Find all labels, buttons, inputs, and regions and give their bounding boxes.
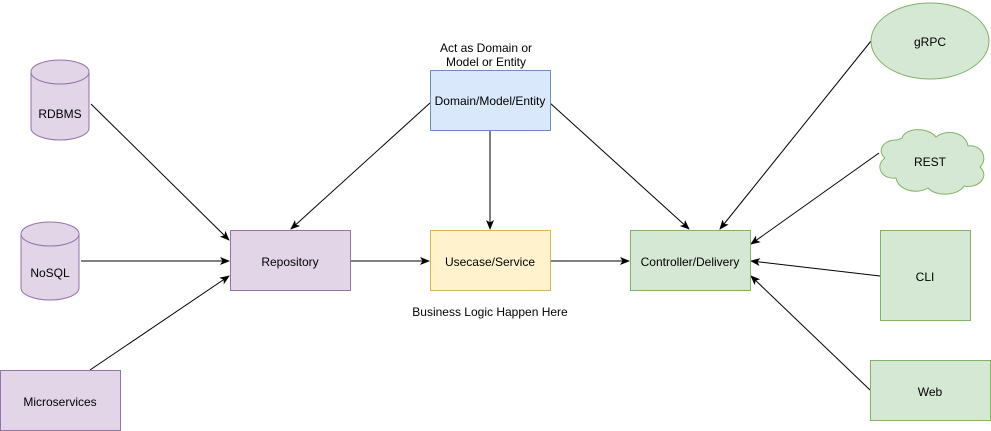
- domain-note-line2: Model or Entity: [446, 55, 526, 69]
- controller-label: Controller/Delivery: [641, 255, 740, 269]
- database-icon: [30, 59, 90, 141]
- microservices-node: Microservices: [0, 370, 121, 431]
- domain-note-line1: Act as Domain or: [440, 41, 532, 55]
- cli-label: CLI: [916, 270, 935, 284]
- web-label: Web: [918, 385, 943, 399]
- edge-rdbms-repository: [90, 103, 230, 241]
- edge-web-controller: [750, 275, 871, 391]
- rest-label: REST: [914, 155, 947, 169]
- repository-label: Repository: [261, 255, 318, 269]
- controller-node: Controller/Delivery: [630, 230, 751, 291]
- edge-domain-repository: [290, 102, 431, 230]
- rdbms-label: RDBMS: [38, 107, 81, 121]
- edge-cli-controller: [750, 258, 881, 277]
- database-icon: [20, 221, 80, 301]
- edge-grpc-controller: [719, 40, 872, 230]
- nosql-label: NoSQL: [30, 266, 70, 280]
- usecase-note: Business Logic Happen Here: [412, 305, 568, 319]
- grpc-node: gRPC: [870, 2, 990, 80]
- grpc-label: gRPC: [914, 35, 946, 49]
- domain-node: Domain/Model/Entity: [430, 70, 551, 131]
- edge-microservices-repository: [89, 275, 230, 371]
- rdbms-node: RDBMS: [30, 59, 90, 141]
- repository-node: Repository: [230, 230, 351, 291]
- nosql-node: NoSQL: [20, 221, 80, 301]
- cli-node: CLI: [880, 230, 971, 321]
- domain-label: Domain/Model/Entity: [435, 94, 546, 108]
- cloud-icon: [879, 129, 985, 195]
- usecase-node: Usecase/Service: [430, 230, 551, 291]
- web-node: Web: [870, 360, 991, 421]
- rest-node: REST: [879, 129, 985, 195]
- microservices-label: Microservices: [23, 395, 96, 409]
- usecase-label: Usecase/Service: [445, 255, 535, 269]
- edge-domain-controller: [549, 102, 690, 230]
- edge-rest-controller: [750, 152, 880, 245]
- edges: [81, 40, 881, 391]
